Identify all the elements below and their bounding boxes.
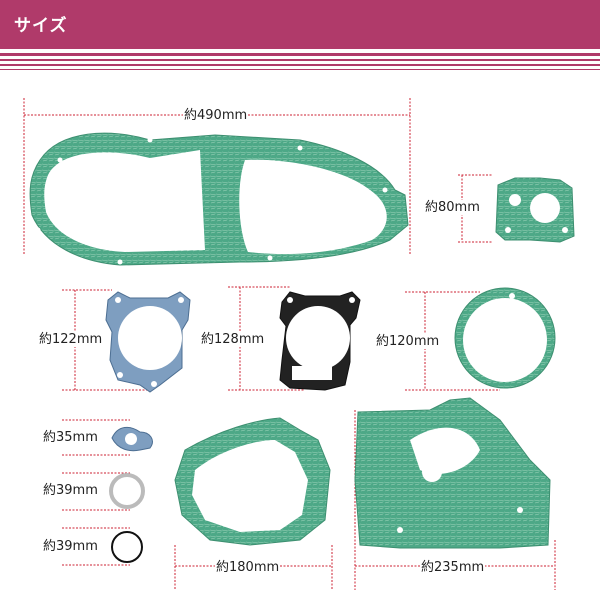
page-title: サイズ — [14, 16, 68, 36]
size-label-head-gasket: 約128mm — [200, 332, 266, 347]
size-label-small-gasket: 約80mm — [424, 200, 481, 215]
cylinder-head-gasket-icon — [279, 291, 361, 391]
size-label-o-ring: 約39mm — [42, 539, 99, 554]
round-cover-gasket-icon — [454, 287, 556, 389]
size-label-flange-gasket: 約35mm — [42, 430, 99, 445]
oil-pump-gasket-icon — [495, 177, 575, 243]
size-label-crankcase-right: 約235mm — [420, 560, 486, 575]
title-banner: サイズ — [0, 0, 600, 45]
banner-stripes — [0, 45, 600, 75]
size-label-crankcase-left: 約180mm — [215, 560, 281, 575]
crankcase-gasket-right-icon — [354, 397, 551, 549]
crankcase-gasket-left-icon — [174, 417, 331, 546]
cylinder-base-gasket-icon — [105, 291, 191, 393]
size-label-base-gasket: 約122mm — [38, 332, 104, 347]
size-label-ring-gasket: 約39mm — [42, 483, 99, 498]
flange-gasket-icon — [111, 426, 153, 452]
o-ring-icon — [111, 531, 143, 563]
size-label-large-cover: 約490mm — [183, 108, 249, 123]
size-label-round-gasket: 約120mm — [375, 334, 441, 349]
transmission-cover-gasket-icon — [29, 132, 409, 266]
ring-gasket-icon — [109, 473, 145, 509]
